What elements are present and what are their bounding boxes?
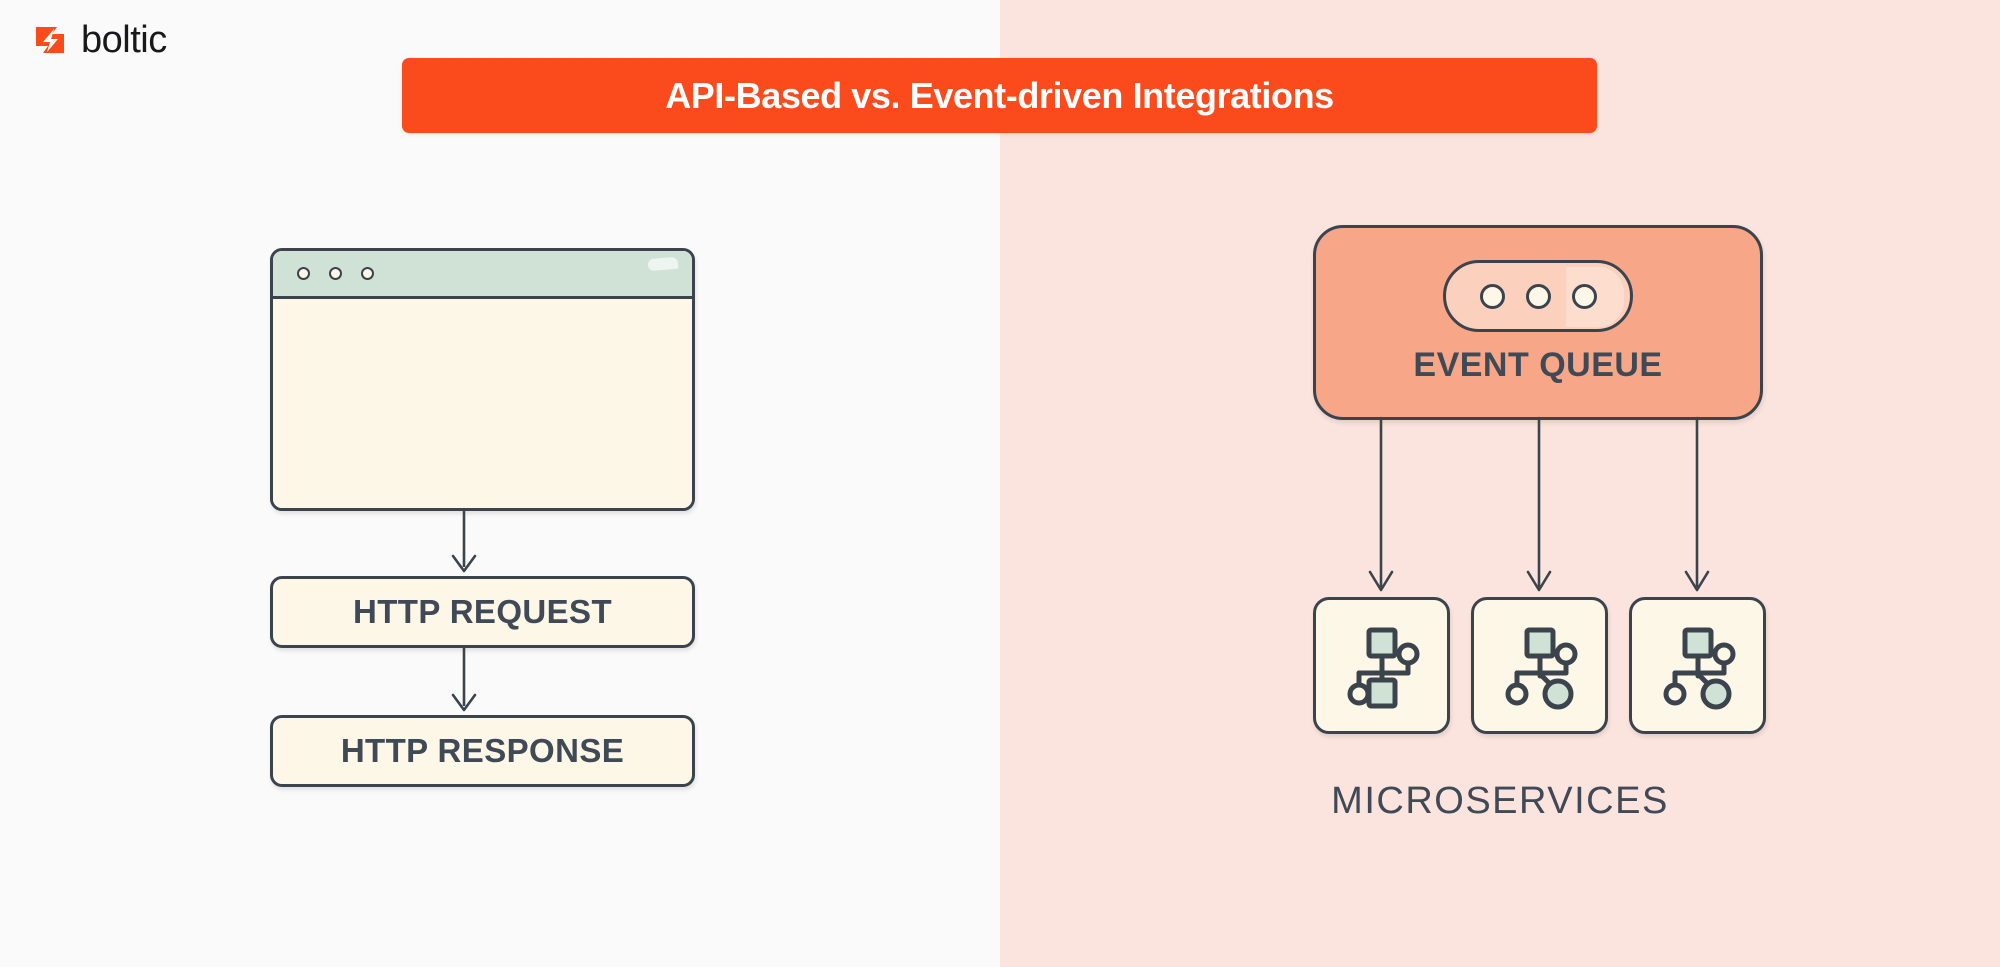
network-nodes-icon <box>1663 627 1735 709</box>
arrow-request-to-response-icon <box>451 648 477 712</box>
browser-dot-3 <box>361 267 374 280</box>
browser-content-area <box>273 299 692 508</box>
queue-dot-1 <box>1479 283 1505 309</box>
microservice-card-1 <box>1313 597 1450 734</box>
step-label-http-response: HTTP RESPONSE <box>340 732 625 769</box>
step-label-http-request: HTTP REQUEST <box>352 593 613 630</box>
microservice-card-3 <box>1629 597 1766 734</box>
brand-logo[interactable]: boltic <box>28 18 167 62</box>
boltic-bolt-icon <box>36 27 64 53</box>
title-banner: API-Based vs. Event-driven Integrations <box>402 58 1597 133</box>
browser-dot-2 <box>329 267 342 280</box>
background-right-panel <box>1000 0 2000 967</box>
arrow-window-to-request-icon <box>451 509 477 573</box>
step-http-response: HTTP RESPONSE <box>270 715 695 787</box>
event-queue-block: EVENT QUEUE <box>1313 225 1763 420</box>
queue-dot-2 <box>1525 283 1551 309</box>
queue-dot-3 <box>1571 283 1597 309</box>
arrows-queue-to-microservices-icon <box>1368 416 1710 592</box>
browser-dot-1 <box>297 267 310 280</box>
event-queue-label: EVENT QUEUE <box>1413 346 1663 384</box>
event-queue-pill-icon <box>1443 260 1633 332</box>
brand-name: boltic <box>81 19 167 61</box>
microservice-card-2 <box>1471 597 1608 734</box>
step-http-request: HTTP REQUEST <box>270 576 695 648</box>
network-nodes-icon <box>1505 627 1577 709</box>
page-title: API-Based vs. Event-driven Integrations <box>665 74 1334 116</box>
network-nodes-icon <box>1347 627 1419 708</box>
browser-window-icon <box>270 248 695 511</box>
browser-titlebar <box>273 251 692 299</box>
microservices-label: MICROSERVICES <box>1331 780 1669 822</box>
